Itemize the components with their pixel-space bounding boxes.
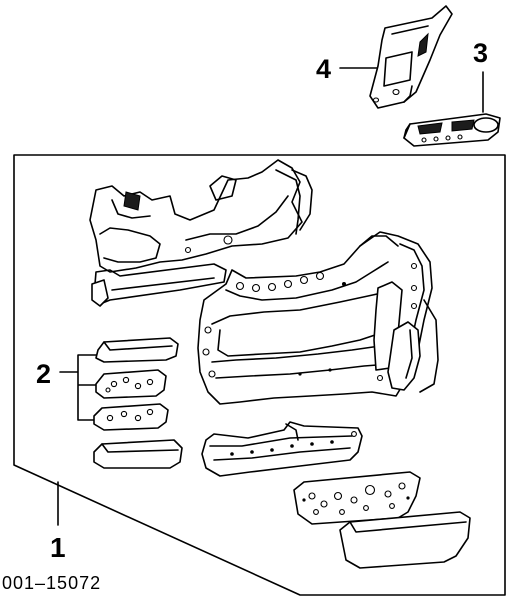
- perforated-floor-plate: [293, 471, 421, 525]
- assembly-frame: [13, 154, 506, 596]
- side-panel-assembly: [197, 231, 439, 405]
- callout-part-2: 2: [36, 359, 52, 389]
- cowl-panel-assembly: [89, 159, 313, 307]
- part-2-bracket-c: [93, 403, 169, 431]
- callout-part-1: 1: [50, 532, 66, 563]
- part-2-bracket-a: [95, 337, 179, 363]
- rocker-sill-panel: [201, 421, 363, 477]
- part-3-rocker-extension: [403, 113, 501, 147]
- callout-part-4: 4: [316, 54, 332, 84]
- part-2-bracket-b: [95, 369, 167, 399]
- diagram-number: 001–15072: [2, 573, 102, 593]
- part-1-lower-bracket: [93, 439, 183, 469]
- part-4-pillar-bracket: [369, 5, 453, 109]
- callout-part-3: 3: [473, 38, 489, 68]
- lower-cover-plate: [339, 511, 471, 569]
- leader-line-2: [59, 354, 99, 421]
